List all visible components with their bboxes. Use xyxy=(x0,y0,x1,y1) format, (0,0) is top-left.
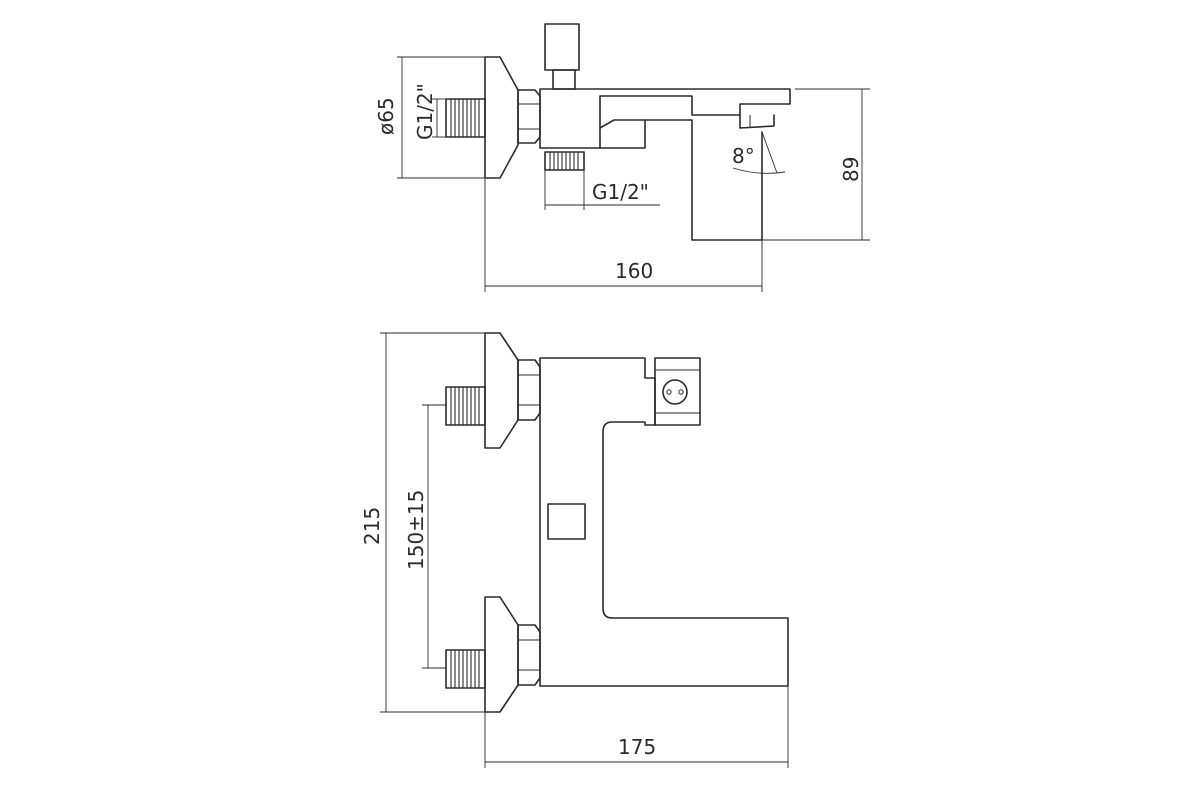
front-lower-nut xyxy=(517,624,541,686)
side-inlet-thread xyxy=(445,98,486,138)
front-centers-dimension: 150±15 xyxy=(404,404,446,669)
side-inlet-thread-label: G1/2" xyxy=(413,83,437,140)
front-height-label: 215 xyxy=(360,507,384,545)
side-main-body xyxy=(539,88,791,149)
front-centers-label: 150±15 xyxy=(404,490,428,570)
side-diverter-knob xyxy=(544,23,580,71)
front-lower-thread xyxy=(445,649,486,689)
side-outlet-thread-dimension: G1/2" xyxy=(544,170,660,210)
side-aerator xyxy=(739,114,775,129)
side-outlet-thread xyxy=(544,151,585,171)
side-inlet-thread-lines xyxy=(450,99,480,137)
side-height-label: 89 xyxy=(839,157,863,182)
side-height-dimension: 89 xyxy=(692,88,870,241)
side-view: 8° ø65 G1/2" G1/2" 89 xyxy=(374,23,870,292)
front-upper-nut xyxy=(517,359,541,421)
side-angle-label: 8° xyxy=(732,144,755,168)
front-diverter-button xyxy=(547,503,586,540)
front-main-body xyxy=(539,357,789,687)
front-width-label: 175 xyxy=(618,735,656,759)
side-lever-blade xyxy=(644,119,763,241)
side-angle-arc xyxy=(732,167,786,174)
front-control-knob xyxy=(654,357,701,426)
front-knob-hub xyxy=(662,379,688,405)
side-connection-nut xyxy=(517,89,541,144)
side-diameter-dimension: ø65 xyxy=(374,56,485,179)
side-depth-label: 160 xyxy=(615,259,653,283)
side-diverter-stem xyxy=(552,69,576,90)
side-wall-flange xyxy=(484,56,519,179)
front-width-dimension: 175 xyxy=(484,686,789,768)
front-view: 215 150±15 175 xyxy=(360,332,789,768)
side-angle-line-a xyxy=(761,131,778,174)
side-diameter-label: ø65 xyxy=(374,97,398,135)
front-upper-flange xyxy=(484,332,519,449)
front-upper-thread xyxy=(445,386,486,426)
front-height-dimension: 215 xyxy=(360,332,485,713)
side-inlet-thread-dimension: G1/2" xyxy=(413,83,446,140)
side-lever-handle xyxy=(599,119,646,149)
front-lower-flange xyxy=(484,596,519,713)
side-outlet-thread-label: G1/2" xyxy=(592,180,649,204)
side-depth-dimension: 160 xyxy=(484,178,763,292)
